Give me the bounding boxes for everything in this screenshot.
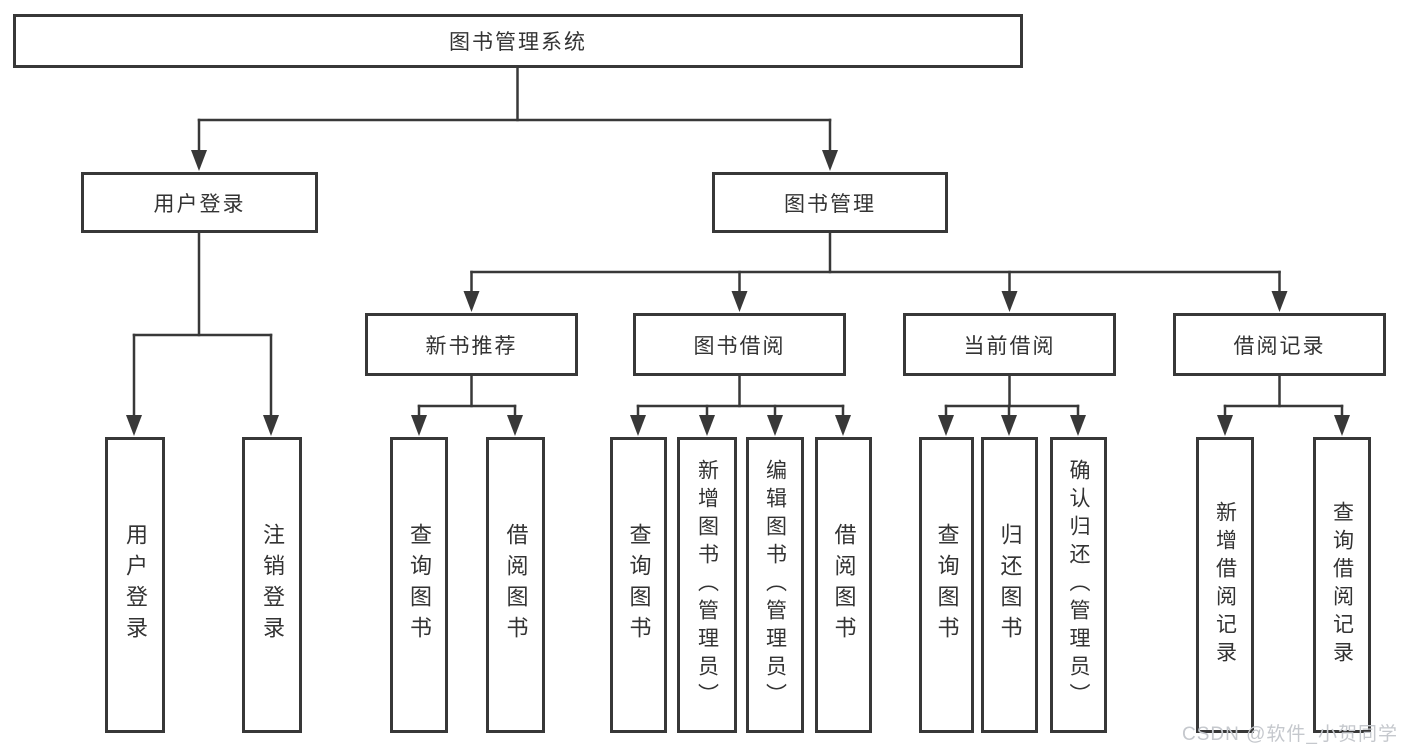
leaf-label: 确认归还（管理员） <box>1067 459 1090 711</box>
leaf-logout: 注销登录 <box>242 437 302 733</box>
leaf-confirm-return-admin: 确认归还（管理员） <box>1050 437 1107 733</box>
leaf-return-books: 归还图书 <box>981 437 1038 733</box>
leaf-edit-books-admin: 编辑图书（管理员） <box>746 437 804 733</box>
leaf-label: 查询图书 <box>407 523 432 647</box>
leaf-label: 编辑图书（管理员） <box>763 459 787 711</box>
node-current-borrow: 当前借阅 <box>903 313 1116 376</box>
leaf-borrow-books: 借阅图书 <box>815 437 872 733</box>
leaf-label: 新增借阅记录 <box>1213 501 1237 669</box>
leaf-query-borrow-record: 查询借阅记录 <box>1313 437 1371 733</box>
node-library-management-system: 图书管理系统 <box>13 14 1023 68</box>
leaf-user-login: 用户登录 <box>105 437 165 733</box>
leaf-query-books-current: 查询图书 <box>919 437 974 733</box>
leaf-add-books-admin: 新增图书（管理员） <box>677 437 737 733</box>
node-user-login: 用户登录 <box>81 172 318 233</box>
leaf-add-borrow-record: 新增借阅记录 <box>1196 437 1254 733</box>
leaf-label: 借阅图书 <box>831 523 857 647</box>
csdn-watermark: CSDN @软件_小贺同学 <box>1182 724 1398 745</box>
leaf-query-books-recommend: 查询图书 <box>390 437 448 733</box>
leaf-label: 查询借阅记录 <box>1330 501 1354 669</box>
leaf-label: 注销登录 <box>260 523 285 647</box>
node-book-management: 图书管理 <box>712 172 948 233</box>
leaf-label: 归还图书 <box>997 523 1023 647</box>
leaf-query-books-borrow: 查询图书 <box>610 437 667 733</box>
leaf-label: 用户登录 <box>123 523 148 647</box>
node-new-book-recommend: 新书推荐 <box>365 313 578 376</box>
leaf-label: 借阅图书 <box>503 523 529 647</box>
leaf-label: 查询图书 <box>934 523 960 647</box>
leaf-label: 查询图书 <box>626 523 652 647</box>
leaf-label: 新增图书（管理员） <box>695 459 719 711</box>
node-book-borrow: 图书借阅 <box>633 313 846 376</box>
leaf-borrow-books-recommend: 借阅图书 <box>486 437 545 733</box>
node-borrow-records: 借阅记录 <box>1173 313 1386 376</box>
